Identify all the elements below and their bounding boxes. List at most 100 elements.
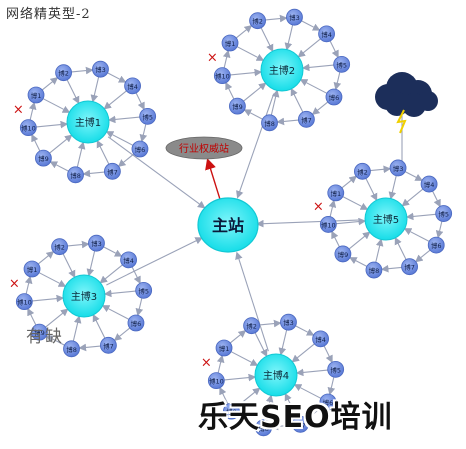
spoke-to-hub-link — [76, 141, 86, 168]
spoke-to-hub-link — [278, 329, 288, 356]
spoke-circle — [88, 234, 105, 252]
spoke-node: 博4 — [318, 25, 335, 43]
spoke-circle — [243, 317, 260, 335]
spoke-ring-link — [71, 66, 94, 75]
spoke-label: 博5 — [138, 286, 149, 295]
spoke-ring-link — [323, 345, 333, 364]
hub-to-main-link — [107, 136, 206, 209]
spoke-to-hub-link — [32, 294, 65, 303]
hub-to-main-link — [236, 93, 275, 199]
spoke-ring-link — [349, 257, 368, 267]
spoke-circle — [249, 12, 266, 30]
spoke-circle — [127, 314, 145, 332]
spoke-label: 博1 — [330, 189, 341, 198]
spoke-label: 博7 — [107, 167, 118, 176]
spoke-node: 博1 — [23, 260, 41, 278]
spoke-to-hub-link — [42, 98, 71, 113]
red-cross-marker: × — [13, 103, 24, 118]
spoke-to-hub-link — [342, 196, 369, 210]
spoke-to-hub-link — [290, 87, 304, 113]
spoke-to-hub-link — [388, 175, 397, 200]
spoke-node: 博9 — [35, 149, 52, 167]
spoke-circle — [215, 339, 233, 357]
spoke-circle — [327, 360, 345, 378]
spoke-to-hub-link — [101, 305, 130, 320]
spoke-circle — [131, 140, 149, 158]
defect-label: 有缺 — [26, 327, 64, 347]
spoke-circle — [139, 107, 157, 125]
spoke-ring-link — [259, 319, 282, 328]
spoke-to-hub-link — [243, 82, 267, 102]
spoke-circle — [31, 323, 48, 341]
spoke-ring-link — [243, 109, 263, 120]
spoke-to-hub-link — [86, 250, 96, 277]
spoke-ring-link — [41, 77, 59, 91]
spoke-circle — [207, 372, 225, 390]
spoke-label: 博7 — [301, 115, 312, 124]
red-cross-marker: × — [207, 51, 218, 66]
spoke-circle — [23, 260, 41, 278]
spoke-to-hub-link — [45, 308, 69, 328]
hub-to-main-link — [255, 219, 362, 228]
spoke-to-hub-link — [375, 238, 384, 263]
spoke-to-hub-link — [62, 253, 76, 279]
spoke-node: 博2 — [249, 12, 266, 30]
spoke-to-hub-link — [365, 178, 378, 202]
spoke-label: 博9 — [338, 250, 349, 259]
spoke-node: 博10 — [15, 293, 33, 311]
spoke-label: 博8 — [264, 119, 275, 128]
spoke-node: 博10 — [207, 372, 225, 390]
spoke-to-hub-link — [284, 392, 298, 418]
spoke-ring-link — [225, 81, 235, 100]
spoke-node: 博6 — [127, 314, 145, 332]
spoke-circle — [27, 86, 45, 104]
spoke-circle — [401, 258, 418, 276]
hub-circle — [254, 353, 298, 397]
spoke-to-hub-link — [230, 351, 259, 366]
lightning-bolt — [396, 109, 407, 134]
spoke-node: 博5 — [139, 107, 157, 125]
spoke-label: 博4 — [123, 256, 134, 265]
spoke-node: 博6 — [427, 236, 445, 254]
spoke-ring-link — [135, 298, 144, 317]
spoke-ring-link — [370, 165, 392, 174]
spoke-node: 博7 — [401, 258, 418, 276]
spoke-ring-link — [222, 49, 231, 68]
spoke-node: 博1 — [327, 184, 345, 202]
spoke-circle — [92, 60, 109, 78]
hub-label: 主博2 — [269, 64, 295, 77]
spoke-ring-link — [216, 354, 225, 373]
spoke-label: 博1 — [27, 265, 38, 274]
spoke-to-hub-link — [254, 332, 268, 358]
spoke-label: 博4 — [315, 335, 326, 344]
spoke-label: 博6 — [329, 93, 340, 102]
spoke-to-hub-link — [284, 24, 294, 51]
spoke-node: 博7 — [100, 336, 117, 354]
spoke-ring-link — [380, 264, 402, 273]
spoke-circle — [35, 149, 52, 167]
spoke-label: 博6 — [323, 398, 334, 407]
spoke-node: 博9 — [223, 402, 240, 420]
spoke-circle — [67, 166, 84, 184]
spoke-label: 博10 — [321, 220, 336, 229]
spoke-node: 博1 — [27, 86, 45, 104]
spoke-circle — [325, 88, 343, 106]
spoke-ring-link — [311, 101, 329, 115]
spoke-to-hub-link — [293, 384, 322, 399]
spoke-circle — [286, 8, 303, 26]
spoke-circle — [334, 245, 352, 263]
spoke-to-hub-link — [297, 38, 321, 58]
spoke-ring-link — [328, 199, 337, 217]
spoke-label: 博7 — [103, 341, 114, 350]
spoke-circle — [319, 393, 337, 411]
spoke-label: 博6 — [431, 241, 442, 250]
spoke-to-hub-link — [103, 289, 136, 298]
spoke-node: 博7 — [292, 415, 309, 433]
spoke-label: 博2 — [357, 167, 368, 176]
spoke-to-hub-link — [105, 131, 134, 146]
hub-to-main-link — [235, 251, 269, 352]
spoke-to-hub-link — [301, 63, 334, 72]
